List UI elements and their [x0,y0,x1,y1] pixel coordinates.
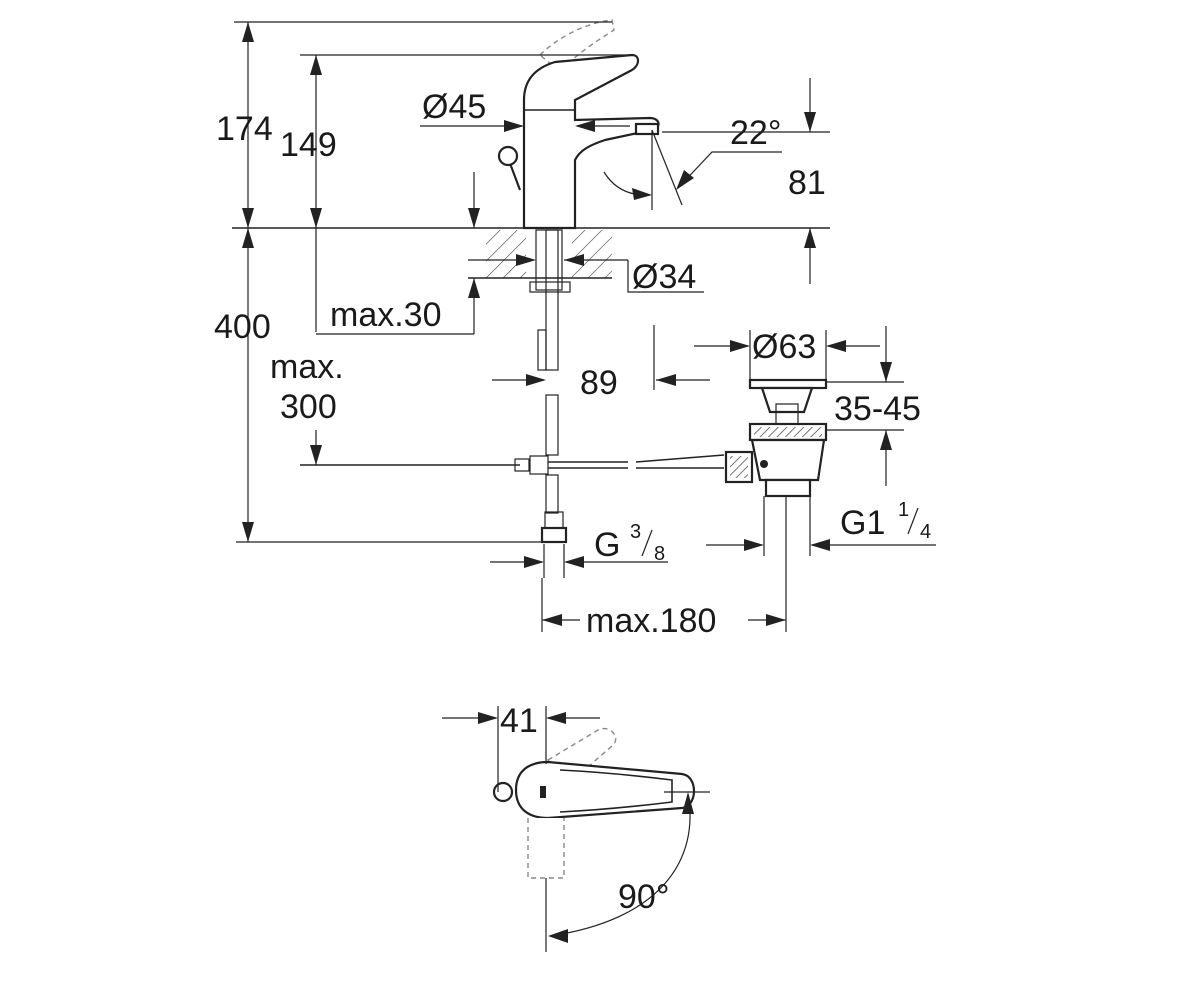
drain-neck [760,386,814,414]
countertop [232,227,830,279]
dimensions-side: 174 149 Ø45 22° 81 Ø34 [214,21,936,640]
dim-63-label: Ø63 [752,328,816,366]
dim-g114-label: G1 [840,504,885,542]
top-popup-knob [492,781,514,803]
dim-180-label: max.180 [586,602,716,640]
dim-g38-fraction-bar [641,529,653,557]
dim-g38-denominator: 8 [654,543,665,565]
countertop-hatch-left [486,230,526,278]
drain-flange [748,378,828,390]
lever-raised-outline [538,19,615,73]
hose-mid [545,394,559,456]
drain-pivot [760,460,768,468]
linkage-block [529,455,549,475]
top-base-hidden [527,818,565,879]
dim-34-label: Ø34 [632,258,696,296]
dim-89-label: 89 [580,364,618,402]
angle-22-slant [651,129,683,206]
dim-22-label: 22° [730,114,781,152]
dim-81-label: 81 [788,164,826,202]
hose-lower [545,474,559,514]
popup-linkage [300,454,725,475]
dim-34-callout [627,260,704,293]
waste-drain [724,378,828,498]
dim-174-label: 174 [216,110,273,148]
dim-41-label: 41 [500,702,538,740]
dim-3545-label: 35-45 [834,390,921,428]
dim-g38-numerator: 3 [630,521,641,543]
dim-g114-fraction-bar [907,507,919,535]
drain-port-knurl [730,456,748,478]
faucet-body [522,53,660,230]
hose-connector [540,526,568,544]
dim-max300-label-b: 300 [280,388,337,426]
spout-aerator [634,122,660,136]
dim-g114-numerator: 1 [898,499,909,521]
mount-nut [529,281,571,293]
drain-tail [764,478,812,498]
dim-90-label: 90° [618,878,669,916]
top-lever-inner [559,769,673,813]
linkage-clip [514,458,530,472]
angle-22-arc-l [603,171,651,196]
faucet-side-view [497,19,660,230]
hose-nut [544,511,564,529]
dim-max300-label-a: max. [270,348,344,386]
hose-upper [545,229,559,371]
dim-149-label: 149 [280,126,337,164]
dim-400-label: 400 [214,308,271,346]
faucet-top-view [492,727,696,952]
drain-nut-knurl [754,427,822,437]
dim-g38-label: G [594,526,620,564]
dim-45-label: Ø45 [422,88,486,126]
top-lever-marker [540,786,546,798]
drain-body [750,438,826,482]
shank-and-hose [529,229,571,544]
popup-knob [497,145,519,167]
dimensions-top: 41 90° [442,702,710,943]
dim-g114-denominator: 4 [920,521,931,543]
linkage-rod-b [635,454,725,463]
countertop-hatch-right [572,230,612,278]
angle-22-leader [677,151,782,189]
dim-max30-label: max.30 [330,296,442,334]
hose-small [537,329,547,371]
angle-90-arc [549,793,691,937]
